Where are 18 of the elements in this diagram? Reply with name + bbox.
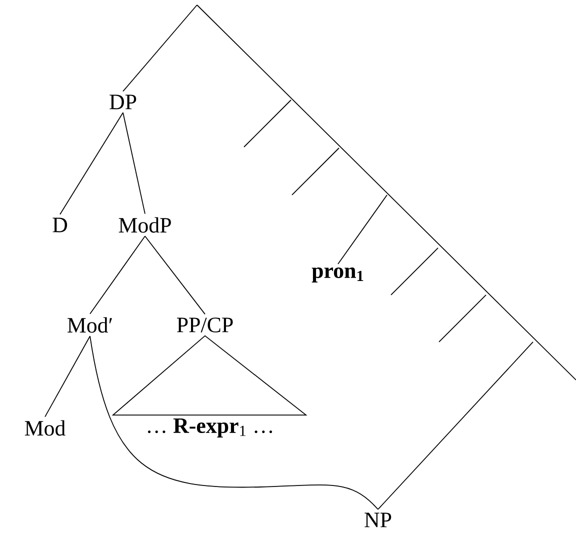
branch-line [44,336,90,418]
branch-line [338,194,388,264]
tree-label: Mod [24,420,66,436]
tree-label: … R-expr$_{1}$ … [148,418,272,438]
branch-line [90,236,146,314]
tree-label: NP [364,512,392,528]
tree-label: D [52,218,68,232]
tree-label: pron$_{1}$ [312,267,364,283]
branch-line [60,112,124,215]
movement-line [90,336,378,510]
branch-line [122,112,146,214]
tree-label: Mod′ [68,317,112,333]
tree-label: ModP [118,217,171,233]
branch-line [378,342,534,510]
tree-label: PP/CP [177,318,233,332]
tree-label: DP [110,94,136,110]
branch-line [144,236,206,315]
branch-line [122,4,198,92]
